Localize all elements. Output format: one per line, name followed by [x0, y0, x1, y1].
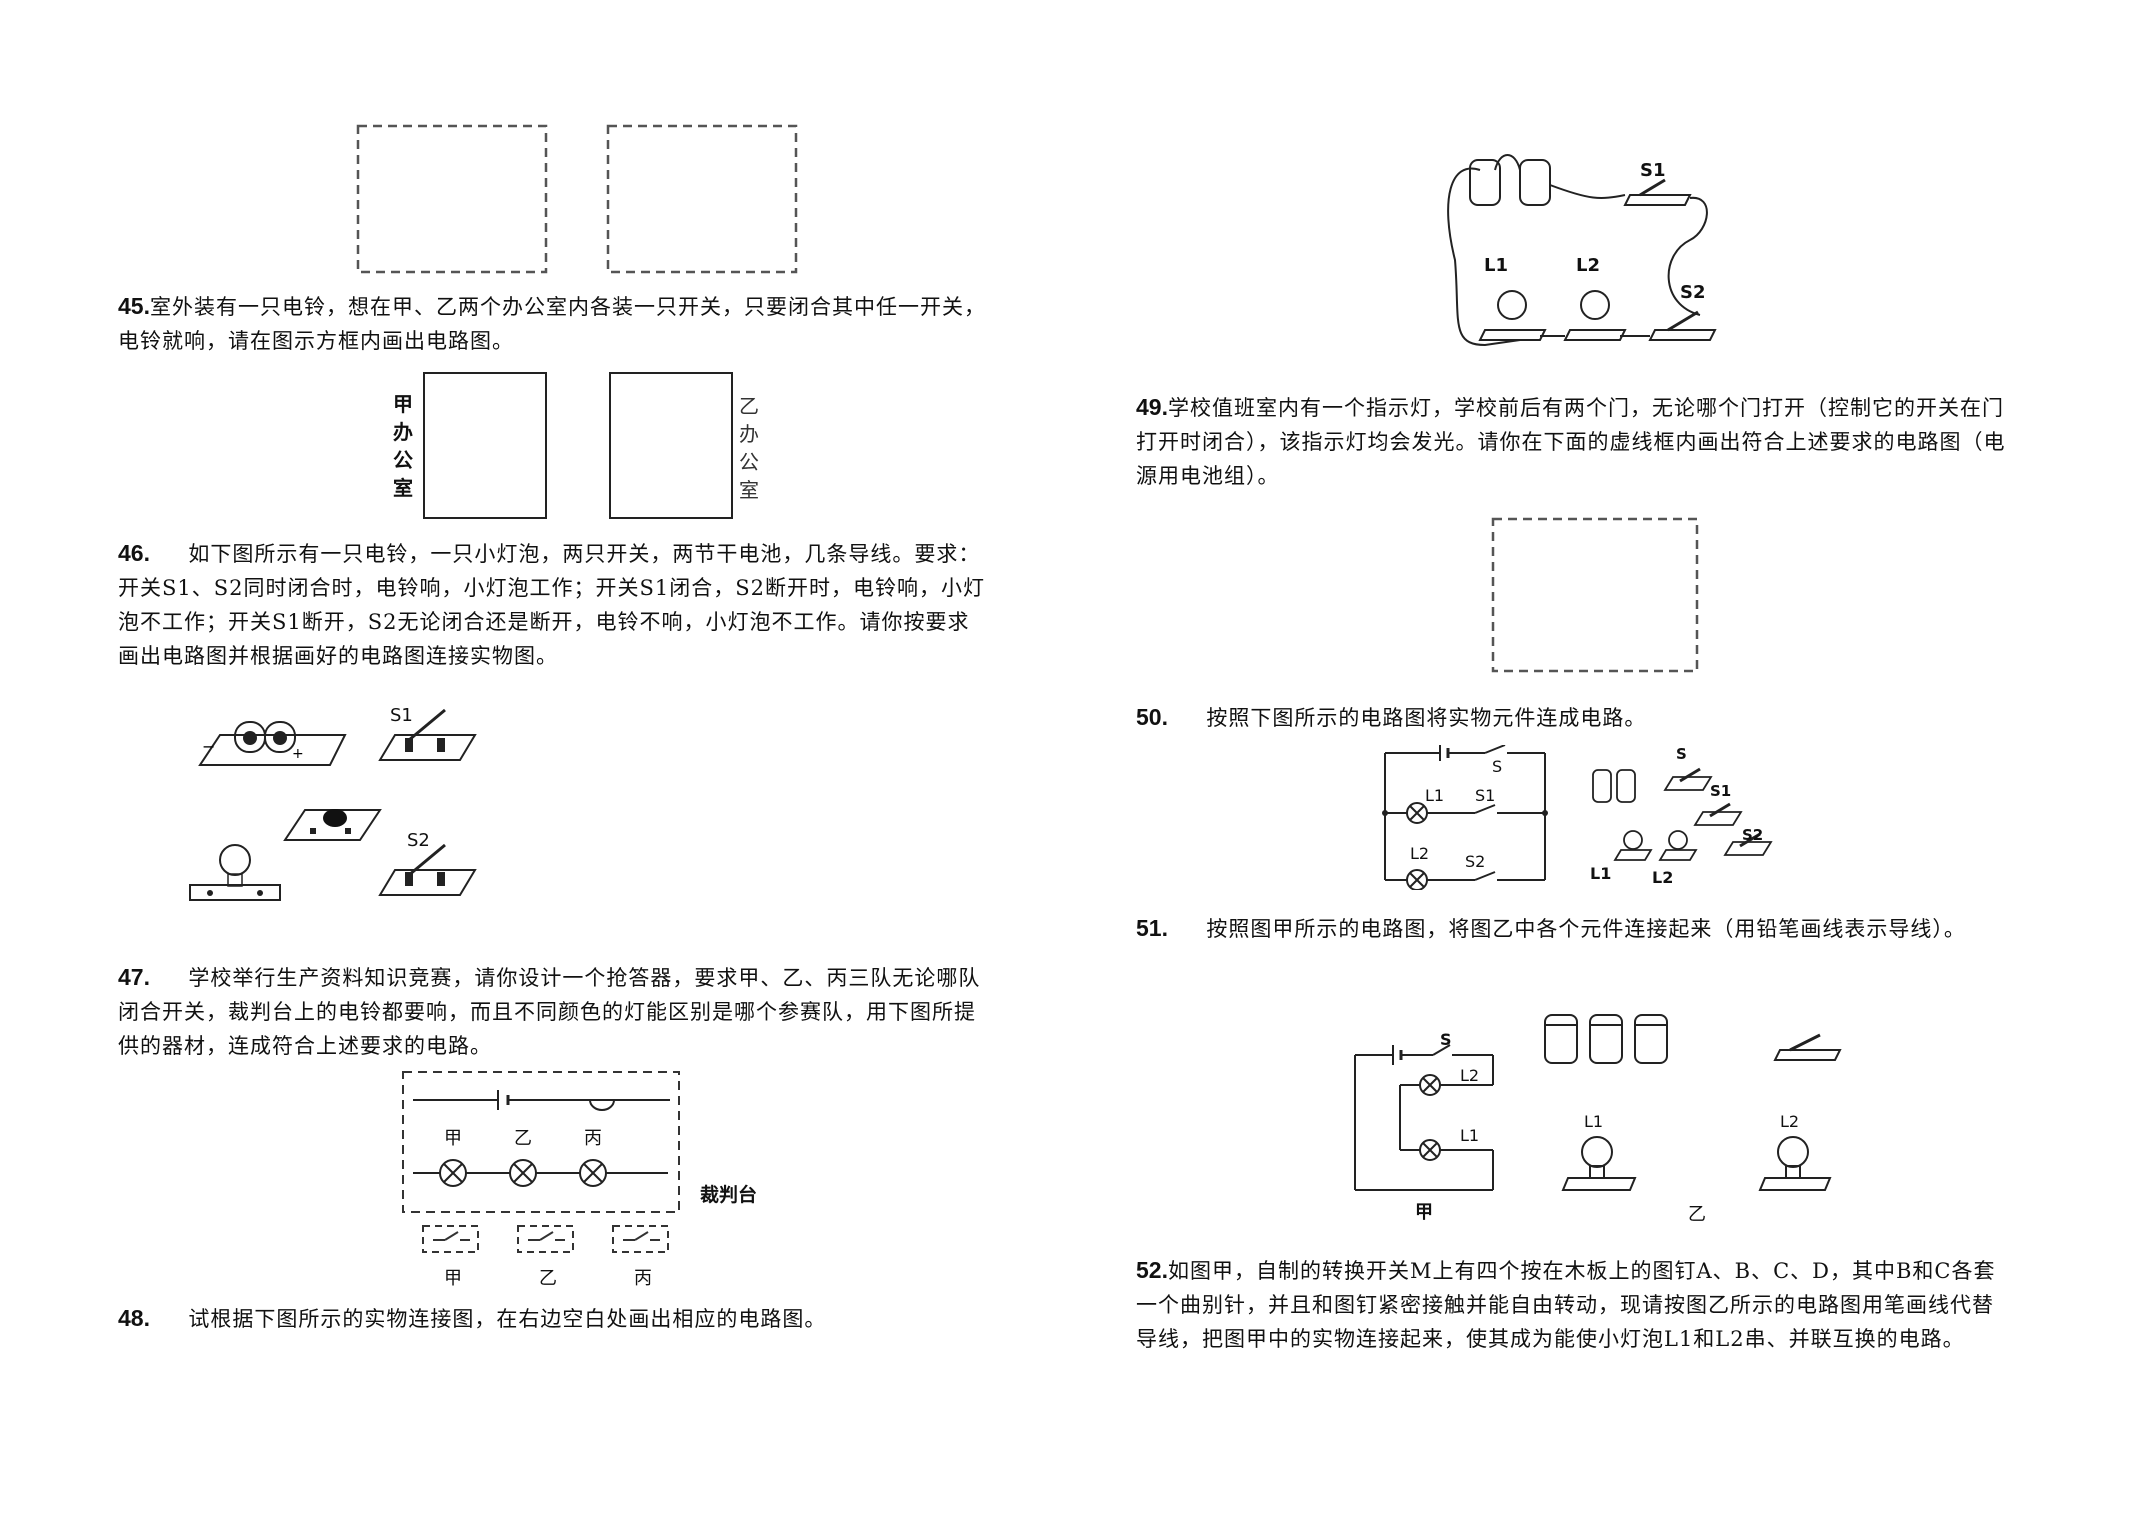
question-49-number: 49. [1136, 394, 1168, 420]
q46-switches [378, 708, 477, 896]
question-50-number: 50. [1136, 704, 1168, 730]
q51-fig-a-label: 甲 [1415, 1202, 1433, 1223]
office-b-label: 乙办公室 [739, 394, 759, 502]
question-48-number: 48. [118, 1305, 150, 1331]
question-52-text: 如图甲，自制的转换开关M上有四个按在木板上的图钉A、B、C、D，其中B和C各套一… [1136, 1259, 1996, 1351]
q50-comp-s1-label: S1 [1710, 782, 1732, 800]
switch-s1-icon [378, 708, 477, 761]
q51-s-label: S [1440, 1030, 1452, 1049]
question-51-number: 51. [1136, 915, 1168, 941]
q51-comp-l2-label: L2 [1780, 1112, 1800, 1131]
question-52-number: 52. [1136, 1257, 1168, 1283]
office-a-label: 甲办公室 [393, 392, 413, 500]
q48-physical-circuit [1447, 154, 1717, 347]
q51-comp-l1-label: L1 [1584, 1112, 1604, 1131]
question-52: 52.如图甲，自制的转换开关M上有四个按在木板上的图钉A、B、C、D，其中B和C… [1136, 1253, 2006, 1356]
question-46-text: 如下图所示有一只电铃，一只小灯泡，两只开关，两节干电池，几条导线。要求：开关S1… [118, 542, 985, 668]
question-46: 46. 如下图所示有一只电铃，一只小灯泡，两只开关，两节干电池，几条导线。要求：… [118, 536, 990, 673]
question-48-text: 试根据下图所示的实物连接图，在右边空白处画出相应的电路图。 [188, 1307, 827, 1331]
question-47: 47. 学校举行生产资料知识竞赛，请你设计一个抢答器，要求甲、乙、丙三队无论哪队… [118, 960, 990, 1063]
switch-label-bing: 丙 [634, 1268, 652, 1289]
q46-components: − + [189, 721, 382, 901]
q50-comp-s2-label: S2 [1742, 826, 1764, 844]
fig48-l1-label: L1 [1484, 255, 1508, 276]
question-48: 48. 试根据下图所示的实物连接图，在右边空白处画出相应的电路图。 [118, 1301, 990, 1336]
switch-label-jia: 甲 [444, 1268, 462, 1289]
plus-label: + [292, 746, 304, 762]
q50-l1-label: L1 [1425, 786, 1445, 805]
question-51-text: 按照图甲所示的电路图，将图乙中各个元件连接起来（用铅笔画线表示导线）。 [1206, 917, 1966, 941]
judge-table-label: 裁判台 [700, 1184, 758, 1206]
lamp-label-bing: 丙 [584, 1128, 602, 1149]
s1-label: S1 [390, 705, 413, 726]
q50-comp-l2-label: L2 [1652, 868, 1674, 887]
switch-label-yi: 乙 [539, 1268, 557, 1289]
q47-figure [402, 1071, 680, 1253]
q50-components [1592, 767, 1773, 861]
question-45: 45.室外装有一只电铃，想在甲、乙两个办公室内各装一只开关，只要闭合其中任一开关… [118, 289, 990, 358]
question-47-number: 47. [118, 964, 150, 990]
q50-comp-l1-label: L1 [1590, 864, 1612, 883]
q50-l2-label: L2 [1410, 844, 1430, 863]
q51-l1-label: L1 [1460, 1126, 1480, 1145]
battery-board-icon: − + [198, 721, 347, 766]
question-51: 51. 按照图甲所示的电路图，将图乙中各个元件连接起来（用铅笔画线表示导线）。 [1136, 911, 2036, 946]
top-answer-boxes [356, 124, 798, 274]
q51-components-b [1544, 1014, 1842, 1191]
bulb-icon [189, 844, 281, 901]
fig48-l2-label: L2 [1576, 255, 1600, 276]
q50-comp-s-label: S [1676, 745, 1687, 763]
bell-icon [283, 809, 382, 841]
question-47-text: 学校举行生产资料知识竞赛，请你设计一个抢答器，要求甲、乙、丙三队无论哪队闭合开关… [118, 966, 981, 1058]
question-45-text: 室外装有一只电铃，想在甲、乙两个办公室内各装一只开关，只要闭合其中任一开关，电铃… [118, 295, 986, 353]
q51-l2-label: L2 [1460, 1066, 1480, 1085]
q50-s-label: S [1492, 757, 1503, 776]
question-50-text: 按照下图所示的电路图将实物元件连成电路。 [1206, 706, 1647, 730]
team-switches [422, 1225, 669, 1253]
lamp-label-yi: 乙 [514, 1128, 532, 1149]
lamp-label-jia: 甲 [444, 1128, 462, 1149]
q51-fig-b-label: 乙 [1688, 1204, 1706, 1225]
minus-label: − [202, 737, 215, 756]
question-49: 49.学校值班室内有一个指示灯，学校前后有两个门，无论哪个门打开（控制它的开关在… [1136, 390, 2006, 493]
question-50: 50. 按照下图所示的电路图将实物元件连成电路。 [1136, 700, 2006, 735]
fig48-s1-label: S1 [1640, 160, 1666, 181]
q50-s1-label: S1 [1475, 786, 1496, 805]
question-46-number: 46. [118, 540, 150, 566]
q50-s2-label: S2 [1465, 852, 1486, 871]
q50-circuit [1382, 745, 1548, 890]
switch-s2-icon [378, 843, 477, 896]
q51-circuit-a [1354, 1044, 1494, 1191]
q49-answer-box [1491, 517, 1699, 673]
office-diagram [423, 372, 733, 519]
question-49-text: 学校值班室内有一个指示灯，学校前后有两个门，无论哪个门打开（控制它的开关在门打开… [1136, 396, 2006, 488]
fig48-s2-label: S2 [1680, 282, 1706, 303]
question-45-number: 45. [118, 293, 150, 319]
s2-label: S2 [407, 830, 430, 851]
